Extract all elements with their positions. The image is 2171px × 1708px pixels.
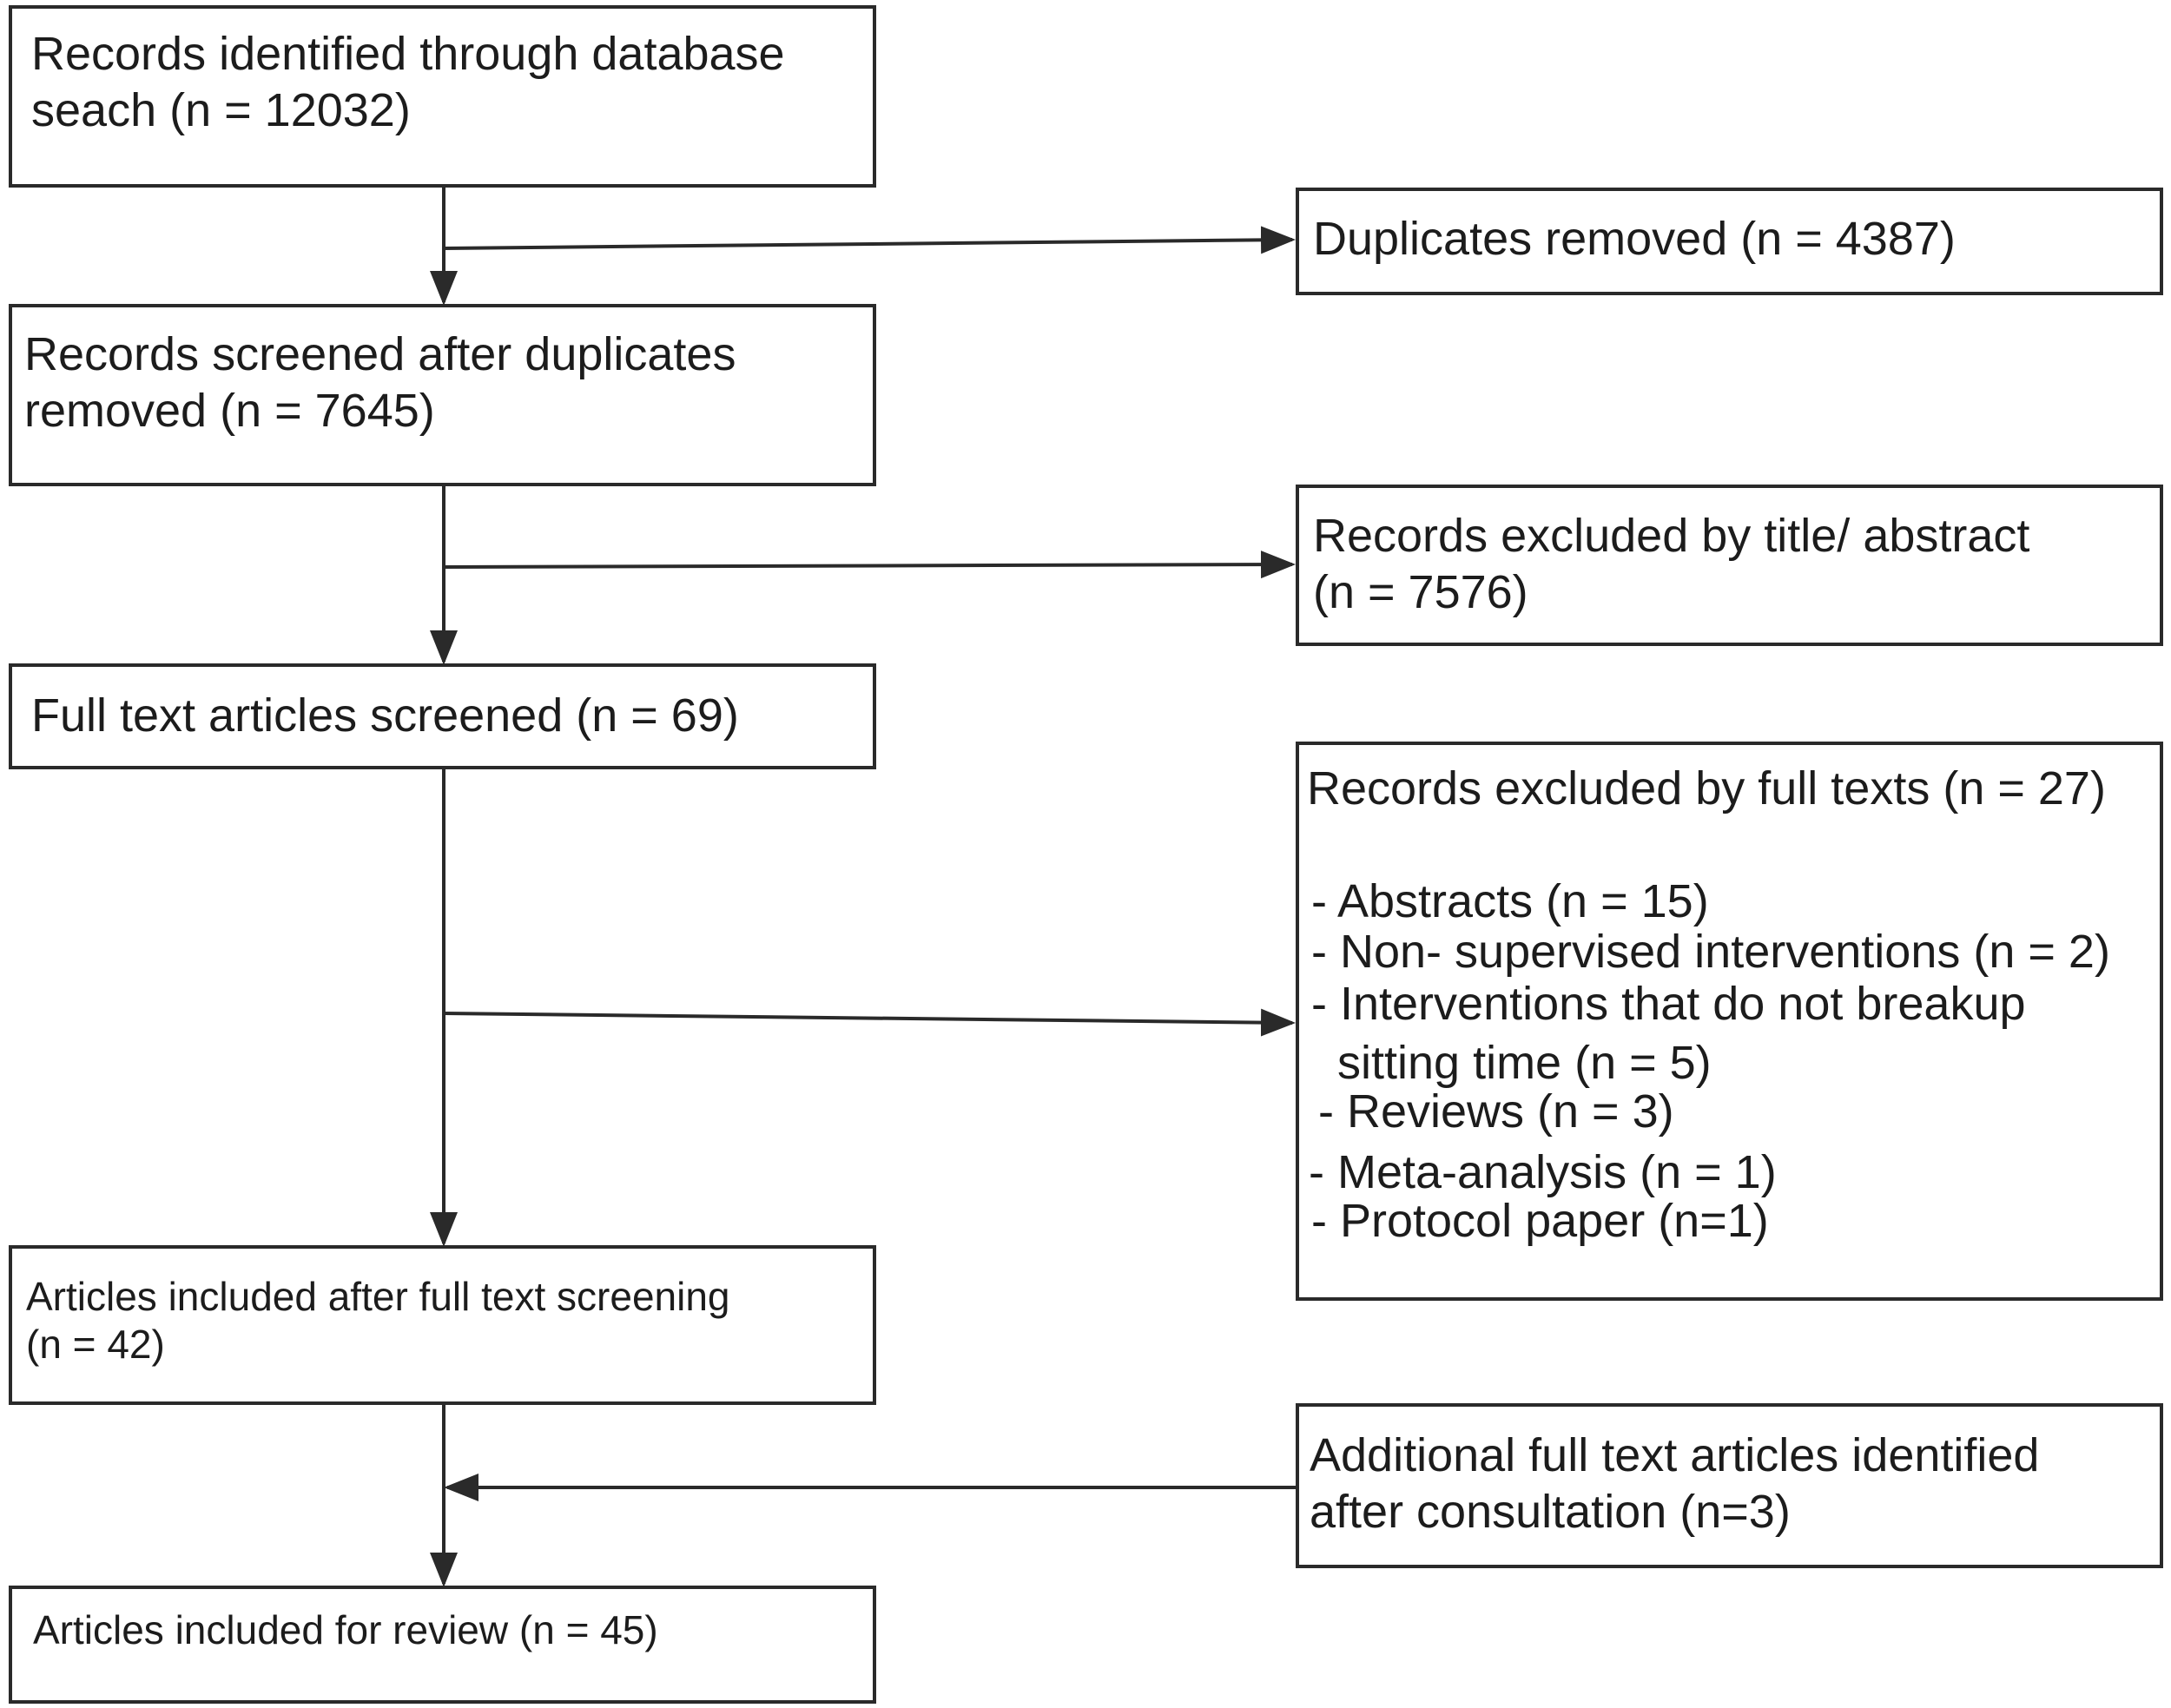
box-fulltext-screened [9, 663, 876, 769]
exclusion-reason-item: - Non- supervised interventions (n = 2) [1311, 926, 2110, 978]
exclusion-reason-item: - Meta-analysis (n = 1) [1309, 1146, 1777, 1198]
box-records-identified-text: Records identified through database seac… [31, 26, 785, 139]
box-included-after-fulltext-text: Articles included after full text screen… [26, 1273, 730, 1368]
box-additional-articles-text: Additional full text articles identified… [1310, 1428, 2039, 1540]
arrow-to-excluded-title [443, 551, 1296, 579]
arrow-to-duplicates [443, 226, 1296, 254]
box-additional-articles [1296, 1403, 2163, 1568]
fulltext-screened-text: Full text articles screened (n = 69) [31, 689, 739, 742]
exclusion-reason-item: - Protocol paper (n=1) [1311, 1195, 1769, 1247]
exclusion-reason-item: sitting time (n = 5) [1337, 1037, 1712, 1089]
records-screened-line1: Records screened after duplicates [24, 328, 736, 380]
box-records-screened [9, 304, 876, 486]
included-fulltext-line2: (n = 42) [26, 1322, 165, 1368]
box-included-after-fulltext [9, 1245, 876, 1405]
arrow-to-excluded-fulltext [443, 1008, 1296, 1037]
box-excluded-fulltext [1296, 742, 2163, 1301]
box-records-identified [9, 5, 876, 188]
additional-line2: after consultation (n=3) [1310, 1485, 1791, 1538]
excluded-title-line2: (n = 7576) [1313, 565, 1528, 618]
box-included-for-review [9, 1586, 876, 1704]
records-identified-line1: Records identified through database [31, 28, 785, 80]
records-identified-line2: seach (n = 12032) [31, 83, 411, 136]
box-excluded-title-abstract-text: Records excluded by title/ abstract (n =… [1313, 508, 2029, 621]
excluded-fulltext-heading: Records excluded by full texts (n = 27) [1307, 762, 2106, 814]
records-screened-line2: removed (n = 7645) [24, 384, 435, 437]
duplicates-removed-text: Duplicates removed (n = 4387) [1313, 213, 1956, 265]
box-records-screened-text: Records screened after duplicates remove… [24, 326, 736, 439]
box-duplicates-removed [1296, 188, 2163, 295]
box-excluded-title-abstract [1296, 485, 2163, 646]
excluded-title-line1: Records excluded by title/ abstract [1313, 510, 2030, 562]
included-fulltext-line1: Articles included after full text screen… [26, 1274, 730, 1319]
exclusion-reason-item: - Abstracts (n = 15) [1311, 875, 1709, 927]
exclusion-reason-item: - Interventions that do not breakup [1311, 978, 2026, 1030]
included-review-text: Articles included for review (n = 45) [33, 1607, 658, 1652]
exclusion-reason-item: - Reviews (n = 3) [1318, 1085, 1674, 1138]
additional-line1: Additional full text articles identified [1310, 1429, 2040, 1481]
